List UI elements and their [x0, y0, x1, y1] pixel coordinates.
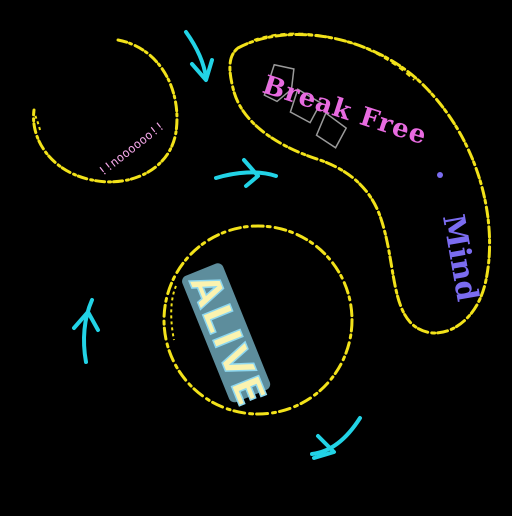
break-free-label: Break Free: [259, 70, 431, 151]
top-left-loop-label: !!noooooo!!: [96, 119, 167, 179]
arrow-bottom-icon: [310, 416, 362, 460]
arrow-left-icon: [72, 298, 100, 364]
alive-tag: ALIVE: [179, 263, 275, 415]
arrow-top-icon: [184, 30, 214, 82]
center-circle: ALIVE: [162, 224, 354, 416]
mind-dot: [437, 172, 443, 178]
top-left-loop: !!noooooo!!: [32, 38, 179, 184]
break-free-tag: Break Free: [259, 63, 431, 152]
mind-label: Mind: [435, 212, 485, 304]
arrow-middle-icon: [214, 158, 278, 188]
upper-right-band: Break Free Mind: [228, 32, 492, 335]
alive-label: ALIVE: [180, 267, 275, 414]
mind-tag: Mind: [435, 172, 485, 304]
